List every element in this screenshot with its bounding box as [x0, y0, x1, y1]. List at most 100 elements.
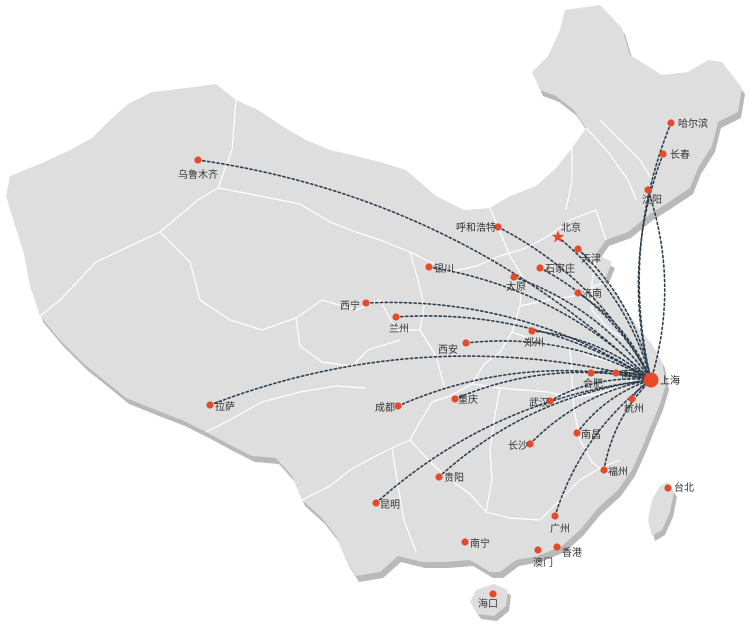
city-label: 福州	[608, 465, 628, 478]
city-zhengzhou: 郑州	[524, 327, 544, 349]
route-taiyuan-to-shanghai	[513, 276, 652, 381]
city-label: 澳门	[533, 556, 553, 569]
city-label: 香港	[562, 547, 582, 559]
city-dot	[553, 543, 561, 551]
route-tianjin-to-shanghai	[577, 248, 652, 381]
city-taiyuan: 太原	[506, 273, 526, 293]
hub-label: 上海	[660, 374, 680, 387]
route-yinchuan-to-shanghai	[428, 266, 652, 381]
city-dot	[644, 186, 652, 194]
city-wuhan: 武汉	[529, 396, 554, 409]
city-dot	[461, 538, 469, 546]
province-borders	[39, 99, 653, 553]
city-dot	[573, 429, 581, 437]
route-lines	[197, 122, 672, 517]
city-hohhot: 呼和浩特	[456, 222, 502, 234]
city-label: 贵阳	[444, 471, 464, 484]
city-label: 南昌	[581, 428, 601, 441]
city-dot	[425, 263, 433, 271]
route-changchun-to-shanghai	[637, 153, 664, 381]
route-zhengzhou-to-shanghai	[531, 330, 652, 381]
city-label: 天津	[581, 253, 601, 265]
route-hohhot-to-shanghai	[497, 226, 652, 381]
city-label: 呼和浩特	[456, 222, 496, 234]
city-lanzhou: 兰州	[389, 313, 409, 335]
city-hangzhou: 杭州	[624, 395, 644, 415]
city-label: 拉萨	[215, 400, 235, 413]
city-dot	[536, 264, 544, 272]
route-lhasa-to-shanghai	[209, 355, 652, 406]
city-dot	[659, 150, 667, 158]
city-dot	[574, 289, 582, 297]
city-label: 石家庄	[545, 262, 575, 275]
city-label: 昆明	[380, 499, 400, 511]
route-kunming-to-shanghai	[375, 379, 652, 504]
city-label: 成都	[375, 402, 395, 414]
city-shenyang: 沈阳	[642, 186, 662, 206]
city-kunming: 昆明	[372, 499, 400, 511]
city-xian: 西安	[438, 339, 470, 356]
city-dot	[392, 313, 400, 321]
city-dot	[451, 395, 459, 403]
route-shijiazhuang-to-shanghai	[539, 267, 652, 381]
city-hongkong: 香港	[553, 543, 582, 559]
city-nanjing: 南京	[612, 368, 641, 381]
city-dot	[612, 369, 620, 377]
city-dot	[528, 327, 536, 335]
route-jinan-to-shanghai	[577, 292, 652, 381]
hainan	[470, 584, 508, 616]
city-dot	[587, 369, 595, 377]
city-guangzhou: 广州	[550, 512, 570, 535]
city-dot	[546, 397, 554, 405]
hub-shanghai: 上海	[643, 372, 680, 388]
city-dot	[551, 512, 559, 520]
city-label: 西宁	[340, 299, 360, 312]
city-nanchang: 南昌	[573, 428, 601, 441]
city-label: 武汉	[529, 396, 549, 409]
city-dot	[667, 119, 675, 127]
route-beijing-to-shanghai	[557, 236, 652, 381]
land-layer	[6, 5, 745, 621]
city-dot	[494, 223, 502, 231]
city-label: 海口	[478, 597, 498, 610]
city-label: 合肥	[583, 377, 603, 390]
city-jinan: 济南	[574, 287, 602, 300]
city-label: 郑州	[524, 336, 544, 349]
city-urumqi: 乌鲁木齐	[178, 156, 218, 181]
city-label: 重庆	[458, 393, 478, 406]
city-chengdu: 成都	[375, 402, 402, 414]
city-chongqing: 重庆	[451, 393, 478, 406]
city-taibei: 台北	[664, 481, 694, 494]
city-nanning: 南宁	[461, 537, 490, 550]
city-label: 广州	[550, 523, 570, 535]
city-hefei: 合肥	[583, 369, 603, 390]
city-dot	[534, 546, 542, 554]
city-haikou: 海口	[478, 590, 498, 610]
capital-label: 北京	[561, 221, 581, 234]
city-tianjin: 天津	[574, 245, 601, 265]
city-dot	[526, 440, 534, 448]
city-dot	[362, 299, 370, 307]
city-dot	[664, 484, 672, 492]
city-label: 西安	[438, 343, 458, 356]
mainland	[6, 5, 742, 576]
route-urumqi-to-shanghai	[197, 159, 652, 381]
city-dot	[462, 339, 470, 347]
route-wuhan-to-shanghai	[549, 378, 652, 402]
city-guiyang: 贵阳	[435, 471, 464, 484]
city-dot	[600, 466, 608, 474]
city-shijiazhuang: 石家庄	[536, 262, 575, 275]
route-changsha-to-shanghai	[529, 379, 652, 445]
city-yinchuan: 银川	[425, 262, 454, 275]
city-dot	[628, 395, 636, 403]
city-dot	[574, 245, 582, 253]
city-label: 兰州	[389, 322, 409, 335]
city-label: 济南	[582, 287, 602, 300]
city-label: 哈尔滨	[678, 117, 708, 130]
city-dot	[372, 499, 380, 507]
city-dot	[194, 156, 202, 164]
city-changchun: 长春	[659, 149, 690, 161]
